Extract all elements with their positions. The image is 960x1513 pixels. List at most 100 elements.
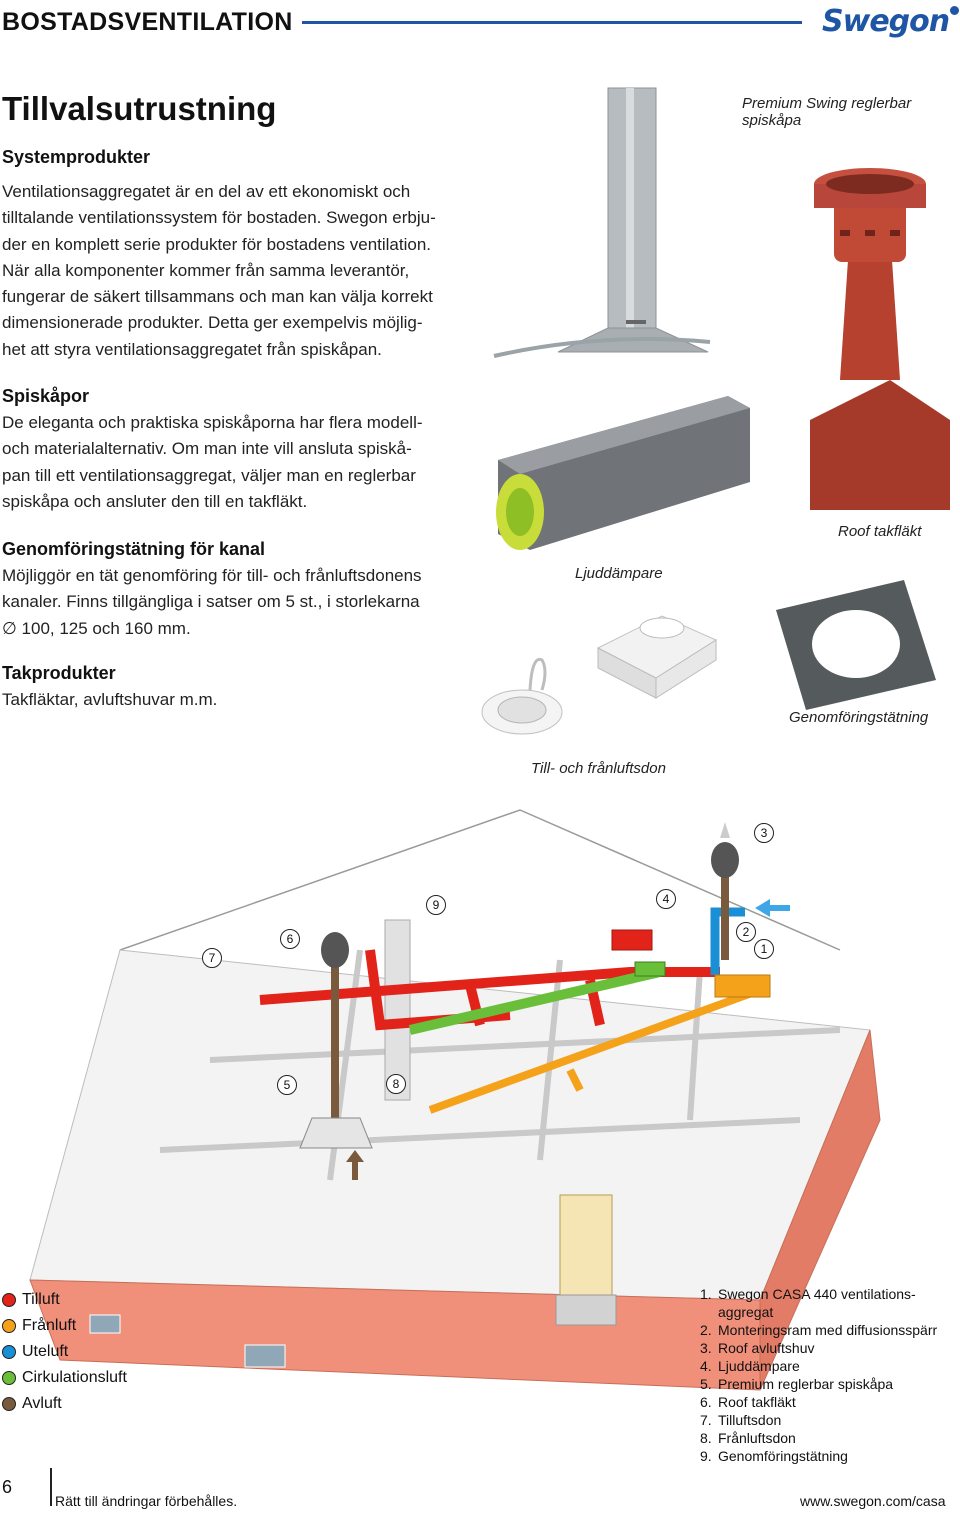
legend-item-tilluft: Tilluft <box>2 1287 60 1313</box>
list-item: 9.Genomföringstätning <box>700 1448 848 1464</box>
arrow-in-icon <box>755 899 790 917</box>
chimney <box>384 919 411 1101</box>
text-line: Ventilationsaggregatet är en del av ett … <box>2 182 411 201</box>
page-number: 6 <box>2 1477 13 1497</box>
legend-swatch <box>2 1319 16 1333</box>
caption-sealing: Genomföringstätning <box>789 709 929 726</box>
arrow-up-icon <box>720 822 730 838</box>
window <box>89 1314 121 1334</box>
legend-swatch <box>2 1371 16 1385</box>
section-body-systemprodukter: Ventilationsaggregatet är en del av ett … <box>2 179 472 363</box>
roof-fan-image <box>810 168 950 510</box>
header-rule <box>302 21 802 24</box>
callout-5: 5 <box>277 1075 297 1095</box>
swegon-logo: Swegon <box>822 4 959 39</box>
legend-swatch <box>2 1397 16 1411</box>
legend-item-franluft: Frånluft <box>2 1313 76 1339</box>
text-line: Möjliggör en tät genomföring för till- o… <box>2 566 422 585</box>
legend-label: Cirkulationsluft <box>22 1369 127 1386</box>
text-line: het att styra ventilationsaggregatet frå… <box>2 339 382 359</box>
callout-3: 3 <box>754 823 774 843</box>
callout-1: 1 <box>754 939 774 959</box>
caption-hood: Premium Swing reglerbar spiskåpa <box>742 95 912 129</box>
legend-item-avluft: Avluft <box>2 1391 62 1417</box>
text-line: och materialalternativ. Om man inte vill… <box>2 439 412 459</box>
legend-label: Uteluft <box>22 1343 69 1360</box>
list-item: 6.Roof takfläkt <box>700 1394 796 1410</box>
footer-divider <box>50 1468 52 1506</box>
text-line: der en komplett serie produkter för bost… <box>2 234 432 254</box>
list-item: 7.Tilluftsdon <box>700 1412 782 1428</box>
text-line: spiskåpa och ansluter den till en takflä… <box>2 491 308 511</box>
text-line: dimensionerade produkter. Detta ger exem… <box>2 313 423 333</box>
section-title: BOSTADSVENTILATION <box>2 8 293 36</box>
square-diffuser-image <box>596 615 718 699</box>
section-heading-genomforingstatning: Genomföringstätning för kanal <box>2 539 266 559</box>
cooker-hood-image <box>493 87 711 358</box>
section-body-takprodukter: Takfläktar, avluftshuvar m.m. <box>2 687 472 713</box>
callout-2: 2 <box>736 922 756 942</box>
roof-fan-icon <box>321 932 349 968</box>
section-body-genomforingstatning: Möjliggör en tät genomföring för till- o… <box>2 563 472 642</box>
text-line: pan till ett ventilationsaggregat, välje… <box>2 465 416 485</box>
caption-silencer: Ljuddämpare <box>575 565 663 582</box>
front-door <box>559 1194 613 1296</box>
text-line: kanaler. Finns tillgängliga i satser om … <box>2 592 420 612</box>
product-illustrations <box>481 87 950 735</box>
section-heading-spiskapor: Spiskåpor <box>2 386 90 406</box>
footer-url-link[interactable]: www.swegon.com/casa <box>800 1493 946 1509</box>
list-item: 2.Monteringsram med diffusionsspärr <box>700 1322 938 1338</box>
exterior-wall-front <box>29 1279 761 1391</box>
callout-4: 4 <box>656 889 676 909</box>
outdoor-air-duct <box>710 907 745 975</box>
page-title: Tillvalsutrustning <box>2 90 277 127</box>
callout-8: 8 <box>386 1074 406 1094</box>
logo-text: Swegon <box>822 4 950 39</box>
silencer-image <box>496 396 750 550</box>
arrow-up-icon <box>346 1150 364 1180</box>
section-heading-takprodukter: Takprodukter <box>2 663 116 683</box>
legend-label: Avluft <box>22 1395 62 1412</box>
text-line: När alla komponenter kommer från samma l… <box>2 260 410 280</box>
legend-swatch <box>2 1345 16 1359</box>
sealing-plate-image <box>776 580 936 710</box>
list-item: 5.Premium reglerbar spiskåpa <box>700 1376 894 1392</box>
circulation-duct <box>408 967 662 1035</box>
silencer-unit <box>611 929 653 951</box>
door-step <box>555 1294 617 1326</box>
ventilation-unit <box>714 974 771 998</box>
legend-swatch <box>2 1293 16 1307</box>
callout-7: 7 <box>202 948 222 968</box>
caption-roof-fan: Roof takfläkt <box>838 523 922 540</box>
window <box>244 1344 286 1368</box>
legend-item-cirkulationsluft: Cirkulationsluft <box>2 1365 127 1391</box>
callout-9: 9 <box>426 895 446 915</box>
logo-dot-icon <box>950 6 959 15</box>
legend-item-uteluft: Uteluft <box>2 1339 68 1365</box>
roof-hood-icon <box>711 842 739 878</box>
roof-outline <box>119 809 841 951</box>
circulation-box <box>634 961 666 977</box>
section-heading-systemprodukter: Systemprodukter <box>2 147 151 167</box>
legend-label: Tilluft <box>22 1291 60 1308</box>
callout-6: 6 <box>280 929 300 949</box>
text-line: Takfläktar, avluftshuvar m.m. <box>2 690 218 709</box>
list-item: 8.Frånluftsdon <box>700 1430 796 1446</box>
text-line: tilltalande ventilationssystem för bosta… <box>2 208 436 228</box>
section-body-spiskapor: De eleganta och praktiska spiskåporna ha… <box>2 410 472 515</box>
extract-air-ducts <box>428 986 762 1114</box>
list-item: 1.Swegon CASA 440 ventilations-aggregat <box>700 1286 916 1320</box>
text-line: fungerar de säkert tillsammans och man k… <box>2 287 433 307</box>
list-item: 4.Ljuddämpare <box>700 1358 800 1374</box>
caption-diffusers: Till- och frånluftsdon <box>531 760 666 777</box>
component-list: 1.Swegon CASA 440 ventilations-aggregat … <box>700 1285 955 1465</box>
exterior-wall-side <box>759 1029 881 1391</box>
cooker-hood-icon <box>299 1117 373 1149</box>
footer-disclaimer: Rätt till ändringar förbehålles. <box>55 1493 238 1509</box>
round-diffuser-image <box>481 657 563 735</box>
legend-label: Frånluft <box>22 1317 77 1334</box>
list-item: 3.Roof avluftshuv <box>700 1340 815 1356</box>
house-ventilation-diagram <box>29 809 881 1391</box>
text-line: De eleganta och praktiska spiskåporna ha… <box>2 413 423 432</box>
text-line: ∅ 100, 125 och 160 mm. <box>2 618 191 638</box>
